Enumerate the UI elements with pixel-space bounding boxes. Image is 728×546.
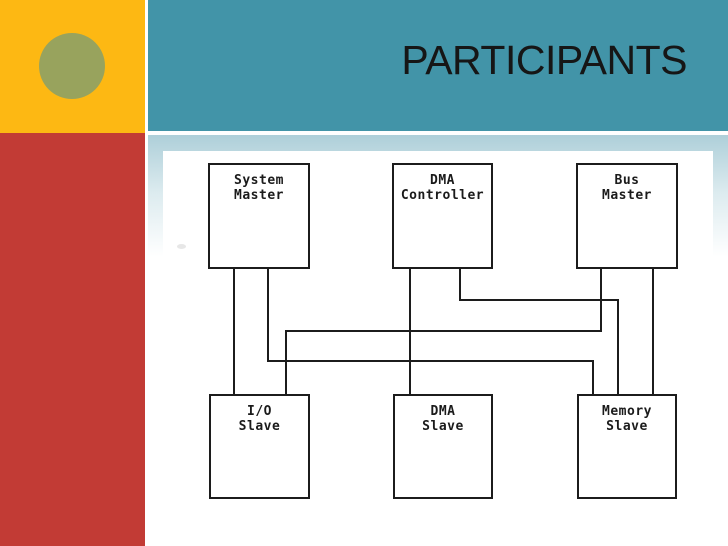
connector-system-master-to-memory-slave <box>267 360 594 362</box>
box-label-line: I/O <box>247 404 272 419</box>
box-label-line: Slave <box>606 419 648 434</box>
box-label-line: Master <box>234 188 284 203</box>
connector-system-master-to-io-slave <box>233 268 235 395</box>
box-label-line: Master <box>602 188 652 203</box>
connector-bus-master-to-io-slave <box>285 330 287 395</box>
yellow-block <box>0 0 145 133</box>
red-block <box>0 133 145 546</box>
connector-bus-master-to-io-slave <box>285 330 602 332</box>
connector-dma-controller-to-memory-slave <box>459 299 619 301</box>
connector-dma-controller-to-memory-slave <box>459 268 461 301</box>
scan-artifact <box>177 244 186 249</box>
diagram-box-bus-master: Bus Master <box>576 163 678 269</box>
diagram-box-io-slave: I/O Slave <box>209 394 310 499</box>
box-label-line: Memory <box>602 404 652 419</box>
diagram-box-dma-controller: DMA Controller <box>392 163 493 269</box>
sidebar-decoration <box>0 0 145 546</box>
box-label-line: Slave <box>238 419 281 434</box>
title-banner: PARTICIPANTS <box>148 0 728 131</box>
diagram-box-memory-slave: Memory Slave <box>577 394 677 499</box>
diagram-box-dma-slave: DMA Slave <box>393 394 493 499</box>
connector-bus-master-to-memory-slave <box>652 268 654 395</box>
connector-dma-controller-to-memory-slave <box>617 299 619 395</box>
diagram-box-system-master: System Master <box>208 163 310 269</box>
connector-system-master-to-memory-slave <box>592 360 594 395</box>
box-label-line: System <box>234 173 284 188</box>
box-label-line: Slave <box>422 419 464 434</box>
box-label-line: DMA <box>430 404 456 419</box>
box-label-line: DMA <box>430 173 455 188</box>
connector-system-master-to-memory-slave <box>267 268 269 362</box>
olive-circle-icon <box>39 33 105 99</box>
slide-title: PARTICIPANTS <box>401 37 687 83</box>
connector-bus-master-to-io-slave <box>600 268 602 332</box>
box-label-line: Bus <box>614 173 640 188</box>
box-label-line: Controller <box>400 188 485 203</box>
